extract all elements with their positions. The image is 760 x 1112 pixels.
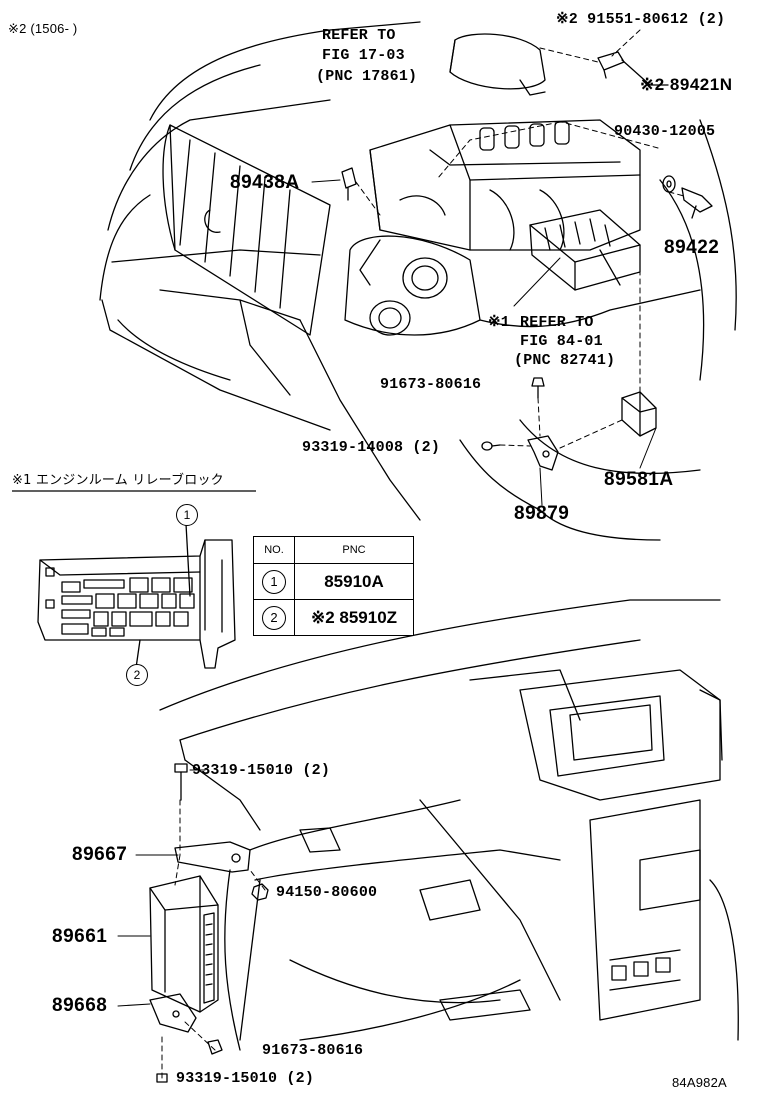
refer-top-line3: (PNC 17861): [316, 68, 418, 85]
pnc-header-no: NO.: [253, 536, 295, 564]
dashed-leaders: [161, 29, 685, 1079]
relay-block-inset: [37, 523, 236, 669]
relay-block-title-underline: [12, 490, 256, 492]
part-label-89421n: ※2 89421N: [640, 75, 733, 94]
part-label-94150-80600: 94150-80600: [276, 884, 378, 901]
table-row: 1 85910A: [253, 563, 414, 600]
washer-90430: [662, 175, 676, 193]
nut-94150: [251, 883, 269, 901]
bracket-89668: [149, 993, 197, 1033]
part-label-93319-15010-bottom: 93319-15010 (2): [176, 1070, 315, 1087]
part-label-91551-80612: ※2 91551-80612 (2): [556, 11, 726, 28]
sensor-89438a: [341, 167, 357, 201]
part-label-89438a: 89438A: [230, 172, 300, 193]
part-label-89668: 89668: [52, 995, 108, 1016]
part-label-89581a: 89581A: [604, 469, 674, 490]
refer-mid-line1: REFER TO: [520, 314, 594, 331]
header-note: ※2 (1506- ): [8, 21, 78, 36]
bolt-93319-top-lower: [174, 763, 188, 801]
part-label-91673-80616-top: 91673-80616: [380, 376, 482, 393]
table-row: 2 ※2 85910Z: [253, 599, 414, 636]
figure-id: 84A982A: [672, 1075, 727, 1090]
ecu-89661: [149, 875, 219, 1013]
refer-mid-line3: (PNC 82741): [514, 352, 616, 369]
part-label-89667: 89667: [72, 844, 128, 865]
refer-mid-marker: ※1: [488, 314, 510, 331]
callout-2: 2: [126, 664, 148, 686]
refer-mid-line2: FIG 84-01: [520, 333, 603, 350]
pnc-row-value: 85910A: [294, 563, 414, 600]
part-label-89661: 89661: [52, 926, 108, 947]
pnc-table-header: NO. PNC: [253, 536, 414, 564]
sensor-89421n: [597, 51, 669, 86]
module-89581a: [621, 391, 657, 437]
bracket-89879: [527, 435, 559, 471]
solid-leaders: [117, 179, 657, 1007]
refer-top-line1: REFER TO: [322, 27, 396, 44]
vehicle-front-outline: [99, 21, 737, 541]
dashboard-outline: [159, 599, 739, 1051]
callout-1: 1: [176, 504, 198, 526]
relay-block-title: ※1 エンジンルーム リレーブロック: [12, 473, 224, 488]
bolt-91673-top: [531, 377, 545, 399]
sensor-89422: [681, 187, 713, 219]
bolt-93319-bottom: [156, 1073, 168, 1083]
pnc-row-value: ※2 85910Z: [294, 599, 414, 636]
pnc-row-no: 1: [262, 569, 286, 594]
air-intake-part: [449, 33, 546, 96]
part-label-89879: 89879: [514, 503, 570, 524]
bolt-93319-14008: [481, 441, 501, 451]
part-label-89422: 89422: [664, 237, 720, 258]
pnc-table: NO. PNC 1 85910A 2 ※2 85910Z: [253, 536, 414, 636]
part-label-93319-15010-top: 93319-15010 (2): [192, 762, 331, 779]
part-label-91673-80616-bottom: 91673-80616: [262, 1042, 364, 1059]
pnc-row-no: 2: [262, 605, 286, 630]
pnc-header-pnc: PNC: [294, 536, 414, 564]
part-label-90430-12005: 90430-12005: [614, 123, 716, 140]
engine-assembly: [359, 119, 641, 291]
part-label-93319-14008: 93319-14008 (2): [302, 439, 441, 456]
refer-top-line2: FIG 17-03: [322, 47, 405, 64]
bracket-89667: [174, 841, 251, 873]
bolt-91673-lower: [207, 1039, 223, 1055]
